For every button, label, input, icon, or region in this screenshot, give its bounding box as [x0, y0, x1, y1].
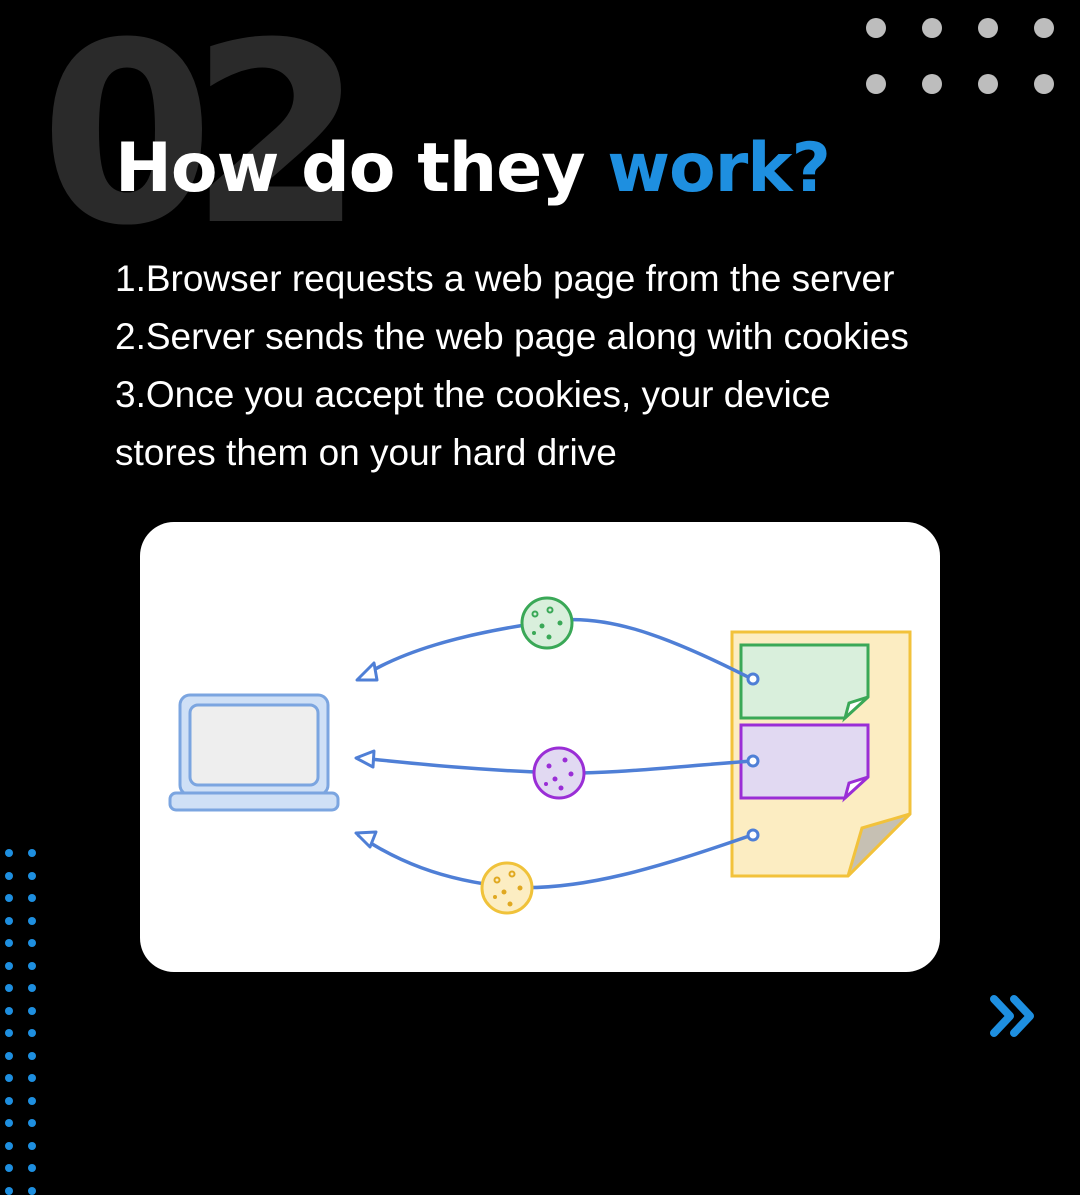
- green-cookie-icon: [520, 596, 574, 650]
- arrowhead-middle: [354, 749, 376, 769]
- step-3-continued: stores them on your hard drive: [115, 432, 617, 473]
- cookie-flow-diagram-card: [140, 522, 940, 972]
- arrowheads: [354, 661, 379, 849]
- purple-cookie-icon: [532, 746, 586, 800]
- arrow-origins: [746, 672, 760, 842]
- decorative-dot-grid-top: [866, 18, 1054, 94]
- page-title-accent: work?: [607, 129, 831, 208]
- step-1: 1.Browser requests a web page from the s…: [115, 258, 895, 299]
- document-icon: [730, 630, 912, 878]
- laptop-icon: [168, 693, 340, 812]
- page-title-prefix: How do they: [115, 129, 608, 208]
- cookie-flow-diagram: [168, 596, 912, 915]
- background-number: 02: [40, 0, 364, 280]
- double-chevron-right-icon[interactable]: [988, 994, 1042, 1038]
- step-2: 2.Server sends the web page along with c…: [115, 316, 909, 357]
- steps-list: 1.Browser requests a web page from the s…: [115, 250, 1015, 482]
- page-title: How do they work?: [115, 135, 831, 203]
- arrowhead-top: [355, 661, 379, 682]
- decorative-dot-grid-left: [5, 849, 37, 1195]
- arrowhead-bottom: [354, 830, 378, 849]
- yellow-cookie-icon: [480, 861, 534, 915]
- step-3: 3.Once you accept the cookies, your devi…: [115, 374, 831, 415]
- arrow-bottom: [357, 833, 753, 890]
